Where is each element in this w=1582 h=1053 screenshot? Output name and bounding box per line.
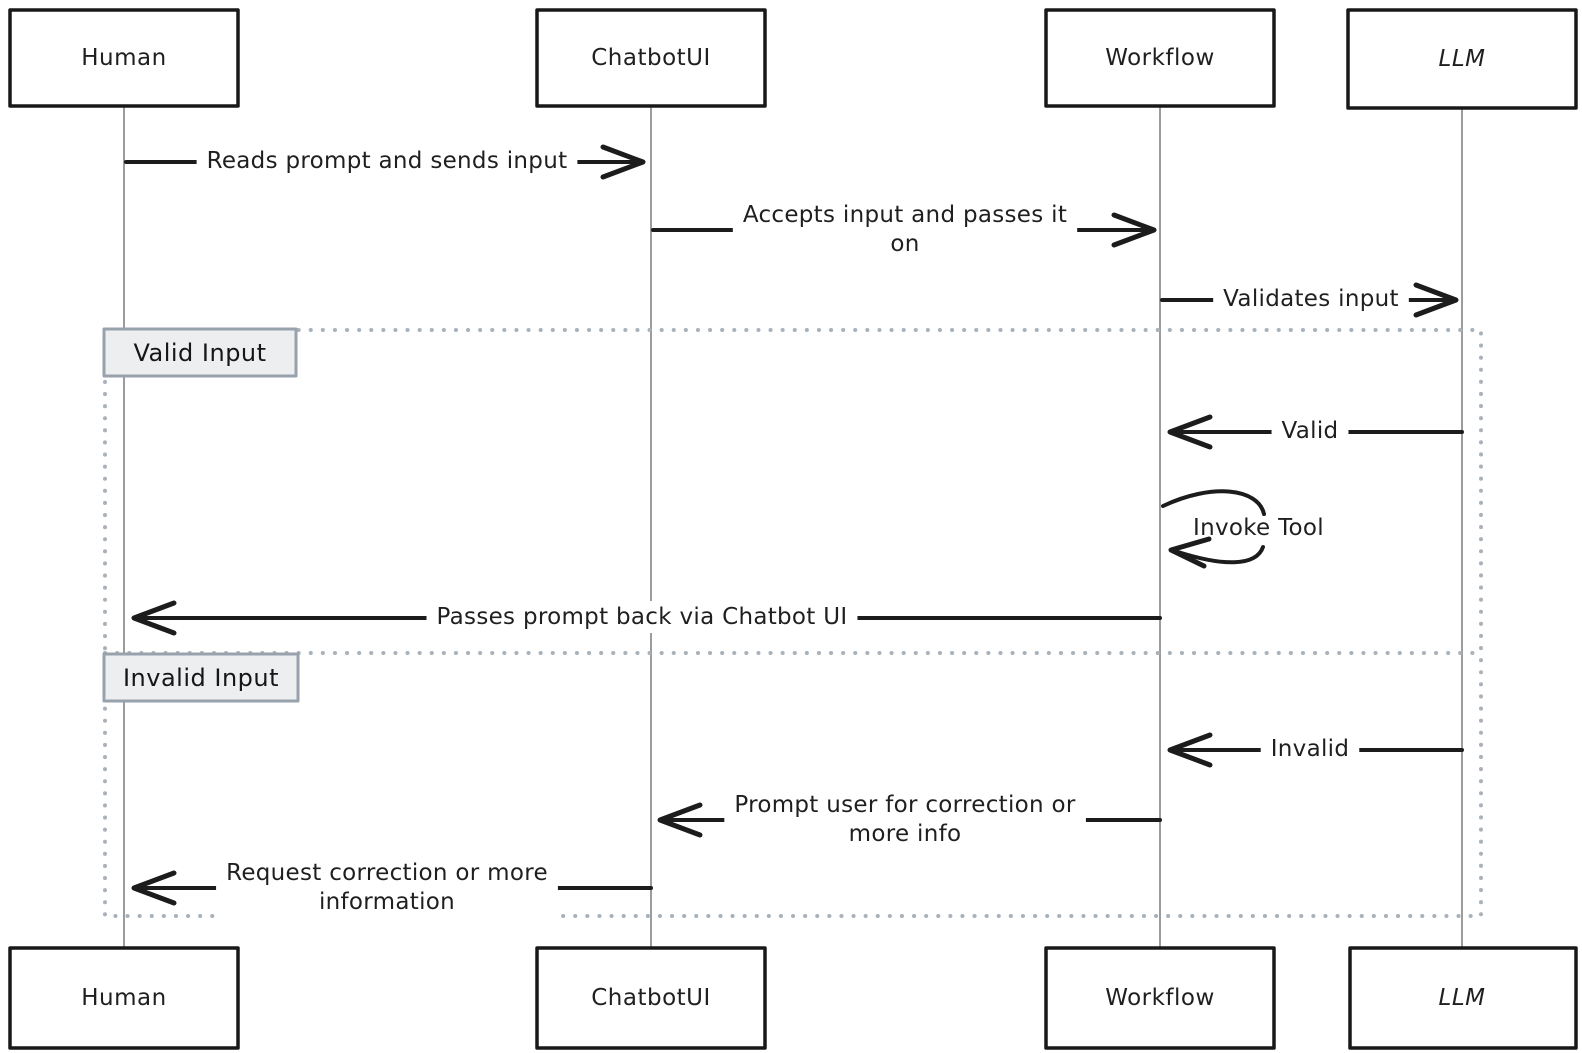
svg-text:information: information bbox=[319, 889, 455, 915]
message-label: Prompt user for correction or more info bbox=[734, 792, 1076, 847]
actor-box bbox=[535, 8, 767, 108]
message-label-background bbox=[1213, 283, 1409, 315]
message-invalid: Invalid bbox=[1167, 732, 1464, 768]
svg-text:Accepts input and passes it: Accepts input and passes it bbox=[743, 202, 1067, 228]
arrowhead-left-icon bbox=[657, 802, 703, 838]
actor-label-chatbotui: ChatbotUI bbox=[591, 985, 711, 1011]
actor-bottom-workflow: Workflow bbox=[1044, 946, 1276, 1050]
message-label-background bbox=[426, 601, 858, 633]
actor-top-human: Human bbox=[8, 8, 240, 108]
actor-box bbox=[1346, 8, 1578, 110]
actor-top-chatbotui: ChatbotUI bbox=[535, 8, 767, 108]
self-loop-bottom-arc bbox=[1176, 545, 1265, 565]
message-reads-prompt: Reads prompt and sends input bbox=[124, 144, 646, 180]
svg-text:Prompt user for correction or: Prompt user for correction or bbox=[734, 792, 1076, 818]
message-accepts-input: Accepts input and passes it on bbox=[651, 199, 1157, 260]
actor-box bbox=[1044, 8, 1276, 108]
frame-label-invalid-input: Invalid Input bbox=[123, 664, 279, 692]
message-prompt-user-correction: Prompt user for correction or more info bbox=[657, 789, 1162, 850]
message-label-background bbox=[1271, 415, 1349, 447]
message-request-correction: Request correction or more information bbox=[131, 857, 653, 918]
arrowhead-right-icon bbox=[1111, 212, 1157, 248]
arrowhead-left-icon bbox=[1167, 414, 1213, 450]
frame-label-valid-input: Valid Input bbox=[133, 339, 266, 367]
actor-bottom-llm: LLM bbox=[1348, 946, 1578, 1050]
arrowhead-left-icon bbox=[131, 600, 177, 636]
message-label: Passes prompt back via Chatbot UI bbox=[437, 604, 848, 630]
actor-box bbox=[8, 946, 240, 1050]
actor-label-workflow: Workflow bbox=[1105, 985, 1215, 1011]
actor-bottom-chatbotui: ChatbotUI bbox=[535, 946, 767, 1050]
message-label: Invalid bbox=[1271, 736, 1350, 762]
frame-label-box-valid-input bbox=[102, 327, 298, 378]
actor-label-llm: LLM bbox=[1439, 985, 1486, 1011]
message-validates-input: Validates input bbox=[1160, 282, 1459, 318]
svg-text:on: on bbox=[890, 231, 919, 257]
message-label-background bbox=[196, 145, 578, 177]
arrowhead-right-icon bbox=[600, 144, 646, 180]
actor-label-chatbotui: ChatbotUI bbox=[591, 45, 711, 71]
actor-label-workflow: Workflow bbox=[1105, 45, 1215, 71]
arrowhead-left-icon bbox=[1168, 536, 1212, 569]
arrowhead-left-icon bbox=[1167, 732, 1213, 768]
actor-label-human: Human bbox=[81, 45, 166, 71]
actor-box bbox=[8, 8, 240, 108]
svg-text:more info: more info bbox=[849, 821, 962, 847]
alt-frame-border bbox=[103, 328, 1483, 918]
actor-top-llm: LLM bbox=[1346, 8, 1578, 110]
actor-box bbox=[1044, 946, 1276, 1050]
message-valid: Valid bbox=[1167, 414, 1464, 450]
frame-label-box-invalid-input bbox=[102, 652, 300, 703]
actor-label-llm: LLM bbox=[1439, 46, 1486, 72]
message-label: Accepts input and passes it on bbox=[743, 202, 1067, 257]
arrowhead-right-icon bbox=[1413, 282, 1459, 318]
message-invoke-tool: Invoke Tool bbox=[1161, 489, 1324, 569]
message-label: Validates input bbox=[1223, 286, 1399, 312]
message-label: Valid bbox=[1282, 418, 1339, 444]
message-label: Reads prompt and sends input bbox=[207, 148, 568, 174]
message-label: Invoke Tool bbox=[1193, 515, 1324, 541]
message-label: Request correction or more information bbox=[226, 860, 548, 915]
actor-bottom-human: Human bbox=[8, 946, 240, 1050]
message-passes-prompt-back: Passes prompt back via Chatbot UI bbox=[131, 600, 1162, 636]
message-label-background bbox=[724, 789, 1086, 850]
arrowhead-left-icon bbox=[131, 870, 177, 906]
svg-text:Request correction or more: Request correction or more bbox=[226, 860, 548, 886]
message-label-background bbox=[216, 857, 558, 918]
message-label-background bbox=[732, 199, 1078, 260]
message-label-background bbox=[1260, 733, 1360, 765]
self-loop-top-arc bbox=[1161, 489, 1266, 516]
actor-box bbox=[1348, 946, 1578, 1050]
actor-box bbox=[535, 946, 767, 1050]
actor-label-human: Human bbox=[81, 985, 166, 1011]
actor-top-workflow: Workflow bbox=[1044, 8, 1276, 108]
